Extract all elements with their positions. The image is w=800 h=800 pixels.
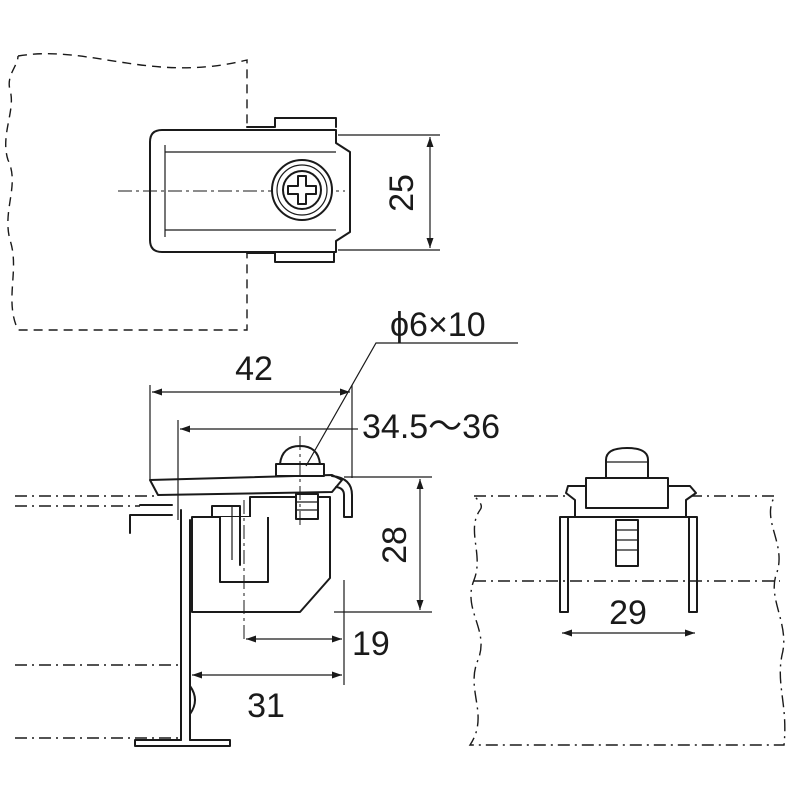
- side-view-frame-foot: [134, 739, 231, 747]
- side-view: 42 34.5～36 ϕ6×10 28 19 31: [15, 306, 518, 747]
- dimension-base-length: 31: [247, 687, 285, 725]
- front-view-leg-right: [685, 516, 698, 613]
- phillips-screw-icon: [271, 159, 333, 221]
- dimension-overall-length: 42: [235, 350, 273, 388]
- side-view-top-plate: [149, 474, 343, 496]
- dimension-screw-spec: ϕ6×10: [390, 306, 486, 344]
- top-view: 25: [5, 53, 440, 331]
- side-view-spring-tab: [211, 505, 241, 566]
- side-view-hook-rail: [129, 504, 173, 534]
- front-view: 29: [468, 447, 786, 746]
- front-screw-icon: [605, 447, 649, 567]
- dimension-top-height: 25: [383, 174, 421, 212]
- front-view-panel-outline: [468, 495, 786, 746]
- top-view-clip-rail-lower: [246, 252, 335, 263]
- top-view-clip-rail-upper: [246, 117, 337, 128]
- front-view-leg-left: [559, 516, 576, 613]
- side-view-frame-hem: [189, 685, 196, 715]
- dimension-adjust-range: 34.5～36: [362, 408, 500, 446]
- leader-line-screw-spec: [305, 342, 518, 467]
- dimension-width: 29: [609, 594, 647, 632]
- dimension-height: 28: [376, 526, 414, 564]
- front-view-clip-plate: [585, 477, 669, 509]
- dimension-hook-depth: 19: [352, 625, 390, 663]
- side-view-top-plate-tail: [331, 475, 353, 518]
